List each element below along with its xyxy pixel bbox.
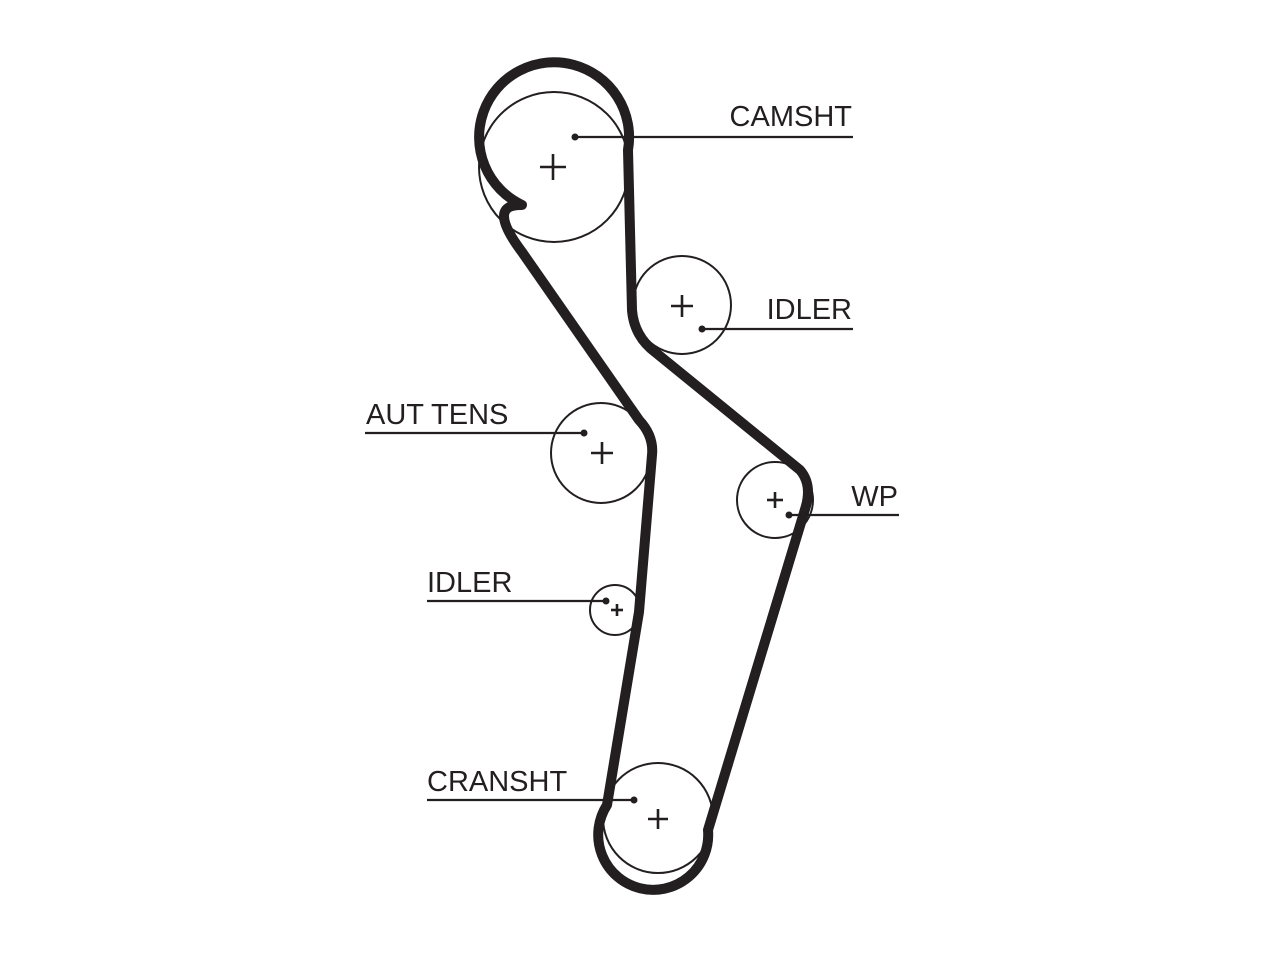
idler-upper-label: IDLER [767,294,852,326]
water-pump-label: WP [851,481,898,513]
pulley-centres [540,154,783,829]
crankshaft-center-icon [648,809,668,829]
idler-upper-center-icon [671,295,693,317]
auto-tensioner-center-icon [591,442,613,464]
labels: CAMSHT IDLER AUT TENS WP IDLER CRANSHT [366,101,898,798]
idler-lower-center-icon [611,604,623,616]
water-pump-center-icon [767,492,783,508]
auto-tensioner-label: AUT TENS [366,399,508,431]
idler-lower-label: IDLER [427,567,512,599]
crankshaft-label: CRANSHT [427,766,567,798]
camshaft-center-icon [540,154,566,180]
timing-belt [474,57,813,895]
leader-lines [365,133,899,804]
camshaft-label: CAMSHT [730,101,853,133]
